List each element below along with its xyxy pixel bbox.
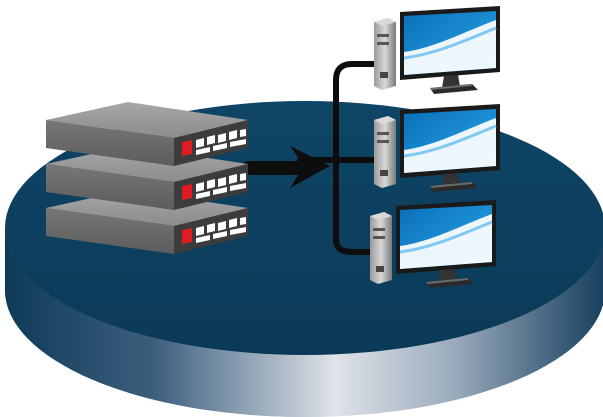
arrow-icon [290,146,330,188]
network-connector [241,61,383,255]
desktop-computer-icon [372,4,502,96]
client-computers [368,4,502,290]
server-stack [46,102,248,254]
